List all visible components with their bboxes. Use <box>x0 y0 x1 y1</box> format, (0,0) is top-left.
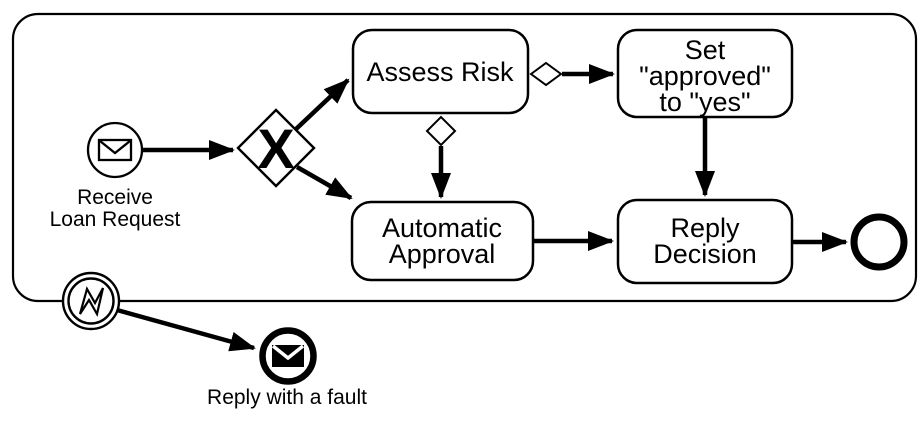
task-automatic-approval-line1: Automatic <box>382 213 502 243</box>
flow-boundary-to-fault-end[interactable] <box>116 307 256 352</box>
envelope-icon <box>97 138 133 162</box>
end-event[interactable] <box>850 213 908 271</box>
task-reply-decision-line2: Decision <box>653 239 757 269</box>
task-set-approved-line2: "approved" <box>639 61 771 91</box>
task-reply-decision[interactable]: Reply Decision <box>616 198 794 285</box>
start-event-label-line2: Loan Request <box>50 208 181 231</box>
task-automatic-approval[interactable]: Automatic Approval <box>350 200 535 282</box>
fault-message-end-event[interactable] <box>259 327 317 385</box>
task-set-approved-line1: Set <box>685 35 726 65</box>
task-reply-decision-line1: Reply <box>670 213 740 243</box>
task-set-approved-line3: to "yes" <box>659 87 750 117</box>
gateway-x-marker: X <box>257 117 294 180</box>
error-boundary-event[interactable] <box>61 271 121 331</box>
flow-gateway-to-assess-risk[interactable] <box>293 78 350 132</box>
exclusive-gateway[interactable]: X <box>236 108 316 188</box>
task-automatic-approval-line2: Approval <box>389 239 496 269</box>
start-event-receive-loan-request[interactable] <box>86 121 144 179</box>
conditional-flow-marker-bottom <box>425 115 457 147</box>
error-zigzag-icon <box>78 286 105 317</box>
fault-end-event-label: Reply with a fault <box>207 386 367 409</box>
task-assess-risk[interactable]: Assess Risk <box>351 28 530 115</box>
task-assess-risk-label: Assess Risk <box>366 57 514 87</box>
flow-gateway-to-automatic-approval[interactable] <box>295 165 353 200</box>
start-event-label-line1: Receive <box>77 186 153 209</box>
task-set-approved[interactable]: Set "approved" to "yes" <box>616 28 794 119</box>
filled-envelope-icon <box>271 344 305 367</box>
conditional-flow-marker-right <box>529 61 563 87</box>
